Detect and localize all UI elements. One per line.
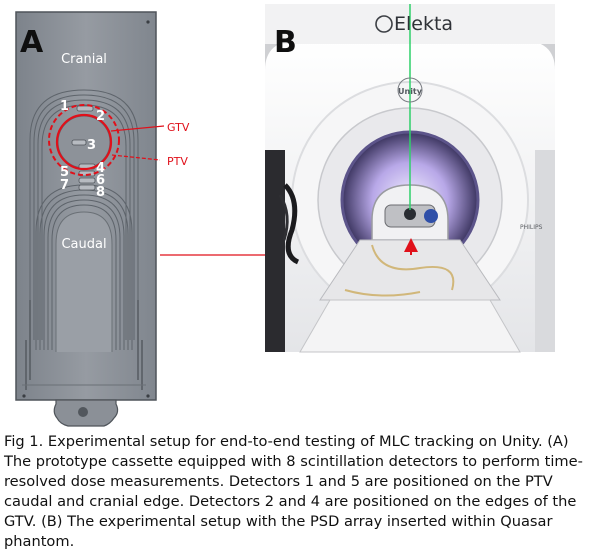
detector-label-2: 2 <box>96 109 105 124</box>
figure-caption: Fig 1. Experimental setup for end-to-end… <box>4 433 583 550</box>
elekta-logo-icon <box>375 15 393 33</box>
panel-b-photo <box>265 4 555 353</box>
detector-label-3: 3 <box>87 138 96 153</box>
panel-a-cassette <box>15 11 420 427</box>
cranial-label: Cranial <box>61 52 107 67</box>
detector-label-6: 6 <box>96 173 105 188</box>
detector-label-5: 5 <box>60 165 69 180</box>
panel-a-letter: A <box>20 25 44 60</box>
unity-text: Unity <box>398 87 423 96</box>
unity-badge-icon <box>397 77 423 103</box>
figure: A Cranial Caudal GTV PTV 1 2 3 4 5 6 7 8 <box>15 4 555 427</box>
gtv-label: GTV <box>167 121 190 134</box>
detector-label-4: 4 <box>96 161 105 176</box>
detector-label-7: 7 <box>60 178 69 193</box>
detector-label-1: 1 <box>60 99 69 114</box>
detector-label-8: 8 <box>96 185 105 200</box>
philips-text: PHILIPS <box>520 224 543 231</box>
caudal-label: Caudal <box>61 237 106 252</box>
panel-b-letter: B <box>274 25 297 60</box>
ptv-label: PTV <box>167 155 188 168</box>
elekta-brand: Elekta <box>394 13 453 35</box>
